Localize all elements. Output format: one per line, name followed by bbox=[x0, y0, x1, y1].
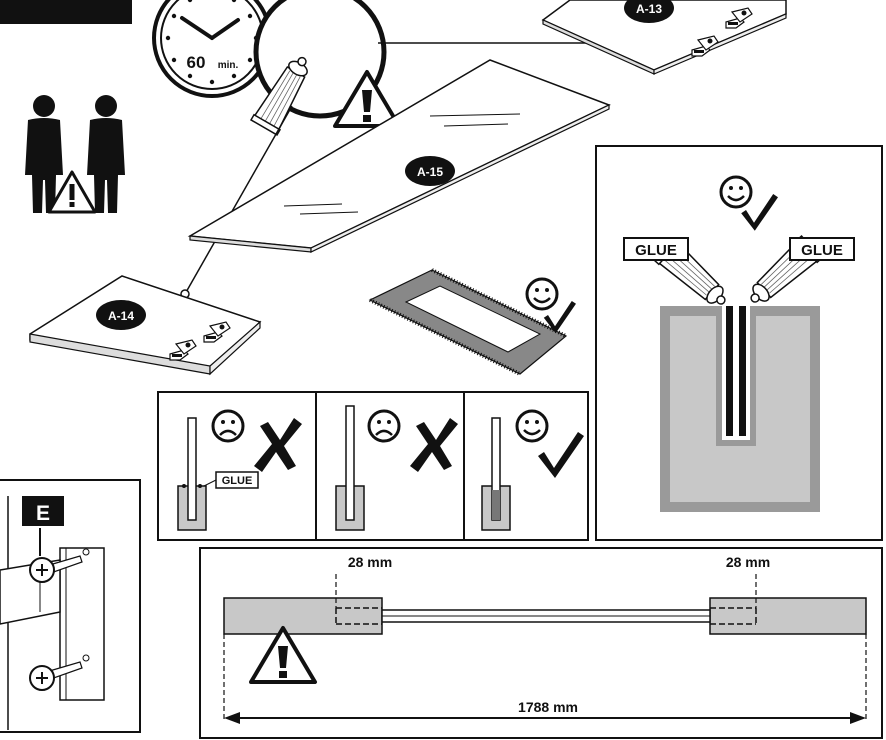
hardware-label: E bbox=[36, 502, 50, 525]
part-label-a15: A-15 bbox=[417, 165, 443, 179]
dimension-panel: 28 mm 28 mm 1788 mm bbox=[199, 547, 883, 739]
part-label-a14: A-14 bbox=[108, 309, 134, 323]
timer-value: 60 bbox=[187, 53, 206, 72]
glue-callout bbox=[250, 0, 401, 136]
screw-icon bbox=[29, 654, 90, 691]
smiley-icon bbox=[525, 277, 559, 311]
dimension-total-length: 1788 mm bbox=[518, 699, 578, 715]
glue-detail-panel: GLUE GLUE bbox=[595, 145, 883, 541]
smiley-icon bbox=[719, 175, 753, 209]
smiley-icon bbox=[515, 409, 549, 443]
glue-label: GLUE bbox=[222, 475, 253, 487]
label-badge bbox=[624, 0, 674, 23]
panel-a14: A-14 bbox=[29, 275, 262, 376]
dimension-right-offset: 28 mm bbox=[726, 554, 770, 570]
panel-a15: A-15 bbox=[187, 59, 611, 253]
leader-line bbox=[184, 105, 293, 295]
label-badge bbox=[96, 300, 146, 330]
clock-icon: 60 min. bbox=[152, 0, 272, 98]
label-badge bbox=[405, 156, 455, 186]
frowny-icon bbox=[211, 409, 245, 443]
part-label-a13: A-13 bbox=[636, 2, 662, 16]
frowny-icon bbox=[367, 409, 401, 443]
glue-label-left: GLUE bbox=[635, 242, 677, 259]
header-bar bbox=[0, 0, 132, 24]
hardware-panel: E bbox=[0, 479, 141, 733]
panel-a13: A-13 bbox=[541, 0, 787, 75]
timer-unit: min. bbox=[218, 60, 239, 71]
dimension-left-offset: 28 mm bbox=[348, 554, 392, 570]
rug-icon bbox=[368, 268, 576, 376]
two-people-icon bbox=[25, 95, 125, 214]
glue-comparison: GLUE bbox=[157, 391, 589, 541]
warning-icon bbox=[47, 170, 97, 214]
glue-label-right: GLUE bbox=[801, 242, 843, 259]
screw-icon bbox=[29, 548, 90, 583]
